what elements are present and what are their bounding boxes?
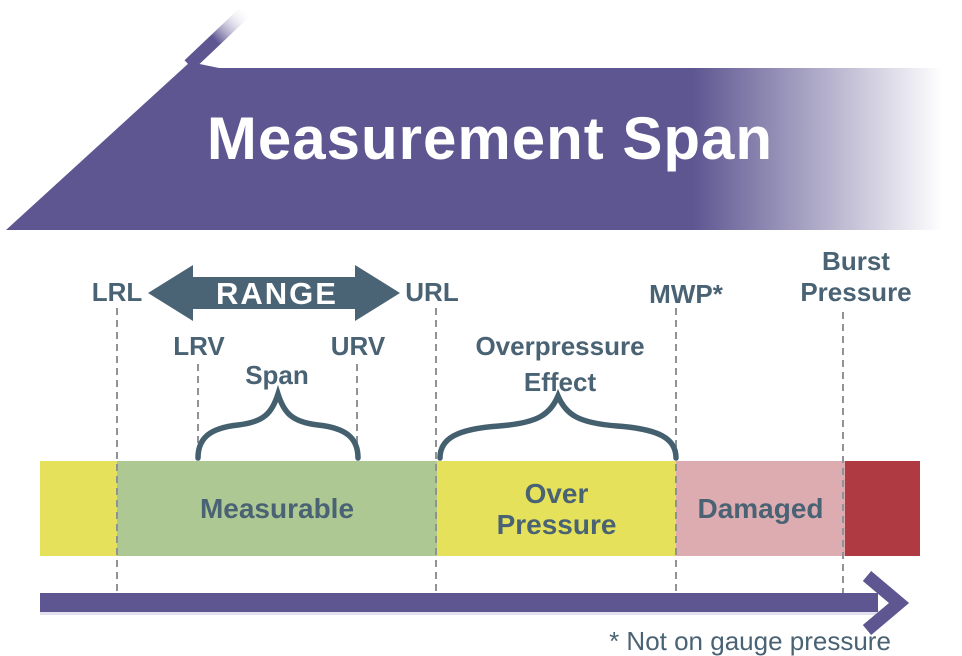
axis-shadow bbox=[40, 611, 890, 615]
page-title: Measurement Span bbox=[206, 105, 774, 172]
label-span: Span bbox=[245, 360, 309, 390]
banner-graphic bbox=[6, 5, 962, 230]
band-segment-below-lrl bbox=[40, 461, 117, 556]
label-url: URL bbox=[405, 277, 459, 307]
band-segment-burst bbox=[845, 461, 920, 556]
banner-arrow-shape bbox=[6, 62, 962, 230]
range-arrow-label: RANGE bbox=[216, 276, 338, 311]
range-arrow-shape bbox=[148, 265, 400, 321]
range-double-arrow: RANGE bbox=[148, 265, 400, 321]
overpressure-brace bbox=[437, 388, 679, 461]
label-overpressure-line1: Overpressure bbox=[475, 331, 645, 361]
band-segment-damaged: Damaged bbox=[676, 461, 845, 556]
band-segment-over-pressure: Over Pressure bbox=[437, 461, 676, 556]
label-lrl: LRL bbox=[91, 277, 143, 307]
label-overpressure-effect: Overpressure Effect bbox=[475, 328, 644, 400]
band-over-pressure-line2: Pressure bbox=[496, 508, 617, 540]
band-damaged-label: Damaged bbox=[697, 493, 824, 524]
axis-arrowhead-icon bbox=[862, 571, 910, 635]
label-urv: URV bbox=[330, 331, 386, 361]
label-burst-line1: Burst bbox=[822, 246, 890, 276]
band-measurable-label: Measurable bbox=[199, 493, 355, 524]
footnote: * Not on gauge pressure bbox=[609, 626, 891, 656]
band-over-pressure-line1: Over bbox=[524, 477, 589, 509]
pressure-axis-shaft bbox=[40, 593, 878, 612]
banner-fold-stripe bbox=[184, 5, 252, 70]
band-segment-measurable: Measurable bbox=[117, 461, 437, 556]
label-mwp: MWP* bbox=[649, 279, 723, 309]
label-burst-pressure: Burst Pressure bbox=[800, 246, 911, 308]
label-lrv: LRV bbox=[173, 331, 225, 361]
label-burst-line2: Pressure bbox=[800, 277, 912, 307]
span-brace bbox=[195, 384, 361, 461]
label-overpressure-line2: Effect bbox=[523, 367, 597, 397]
